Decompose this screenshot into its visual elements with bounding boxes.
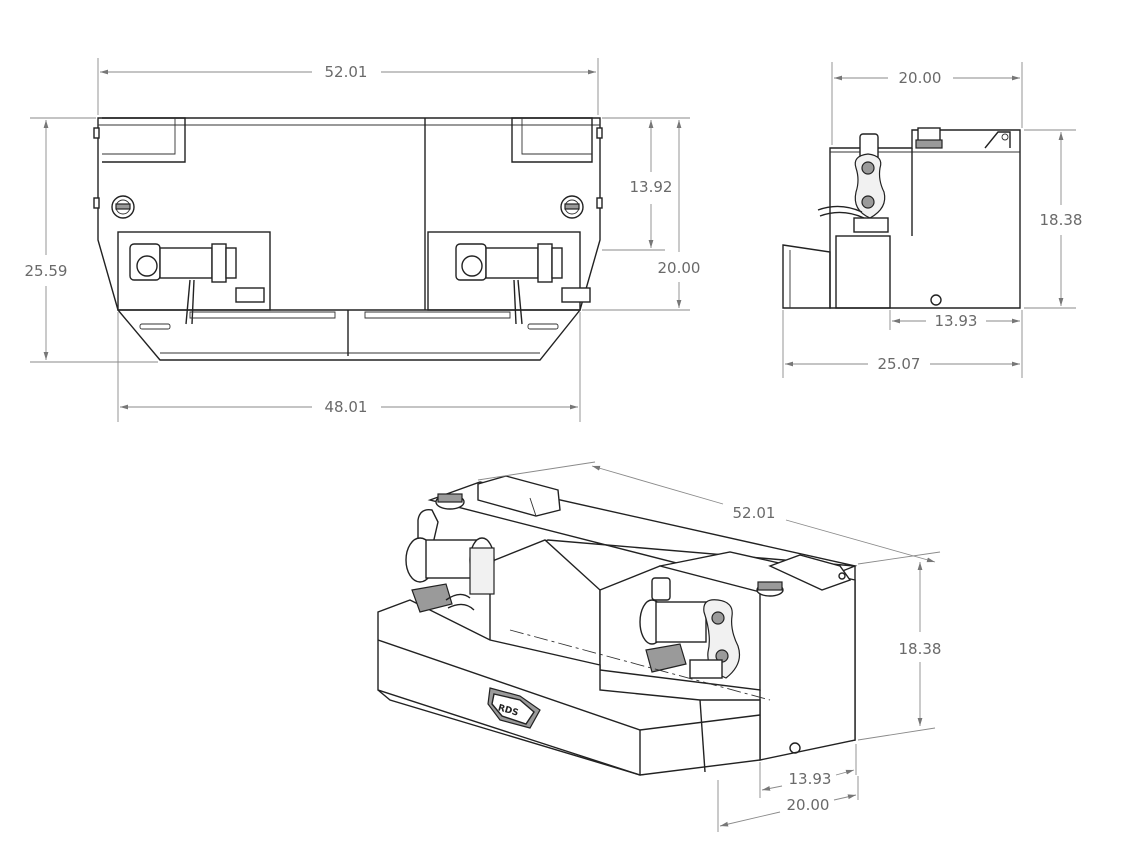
dim-iso-depth-top: 20.00 xyxy=(787,796,830,814)
side-pump xyxy=(817,133,889,233)
dim-iso-depth-base: 13.93 xyxy=(789,770,832,788)
iso-pump-left xyxy=(405,509,495,613)
dim-front-height-upper: 13.92 xyxy=(630,178,673,196)
side-view xyxy=(782,127,1021,309)
fill-cap-right xyxy=(560,195,584,219)
isometric-view: RDS xyxy=(377,475,858,776)
side-dimensions: 20.00 18.38 13.93 25.07 xyxy=(782,62,1083,378)
dim-front-width-top: 52.01 xyxy=(325,63,368,81)
dim-side-width-total: 25.07 xyxy=(878,355,921,373)
front-view xyxy=(93,117,603,361)
dim-iso-height: 18.38 xyxy=(899,640,942,658)
iso-cap-left xyxy=(435,493,465,510)
pump-right xyxy=(455,243,591,325)
dim-iso-length: 52.01 xyxy=(733,504,776,522)
iso-pump-right xyxy=(639,577,741,679)
dim-front-height-total: 25.59 xyxy=(25,262,68,280)
fill-cap-left xyxy=(111,195,135,219)
iso-cap-right xyxy=(756,581,784,597)
front-dimensions: 52.01 48.01 25.59 13.92 20.00 xyxy=(25,58,701,422)
logo-badge: RDS xyxy=(487,687,541,729)
dim-front-width-bottom: 48.01 xyxy=(325,398,368,416)
dim-side-height: 18.38 xyxy=(1040,211,1083,229)
dim-front-height-body: 20.00 xyxy=(658,259,701,277)
iso-dimensions: 52.01 18.38 13.93 20.00 xyxy=(477,461,942,832)
dim-side-width-top: 20.00 xyxy=(899,69,942,87)
dim-side-width-base: 13.93 xyxy=(935,312,978,330)
pump-left xyxy=(129,243,265,325)
